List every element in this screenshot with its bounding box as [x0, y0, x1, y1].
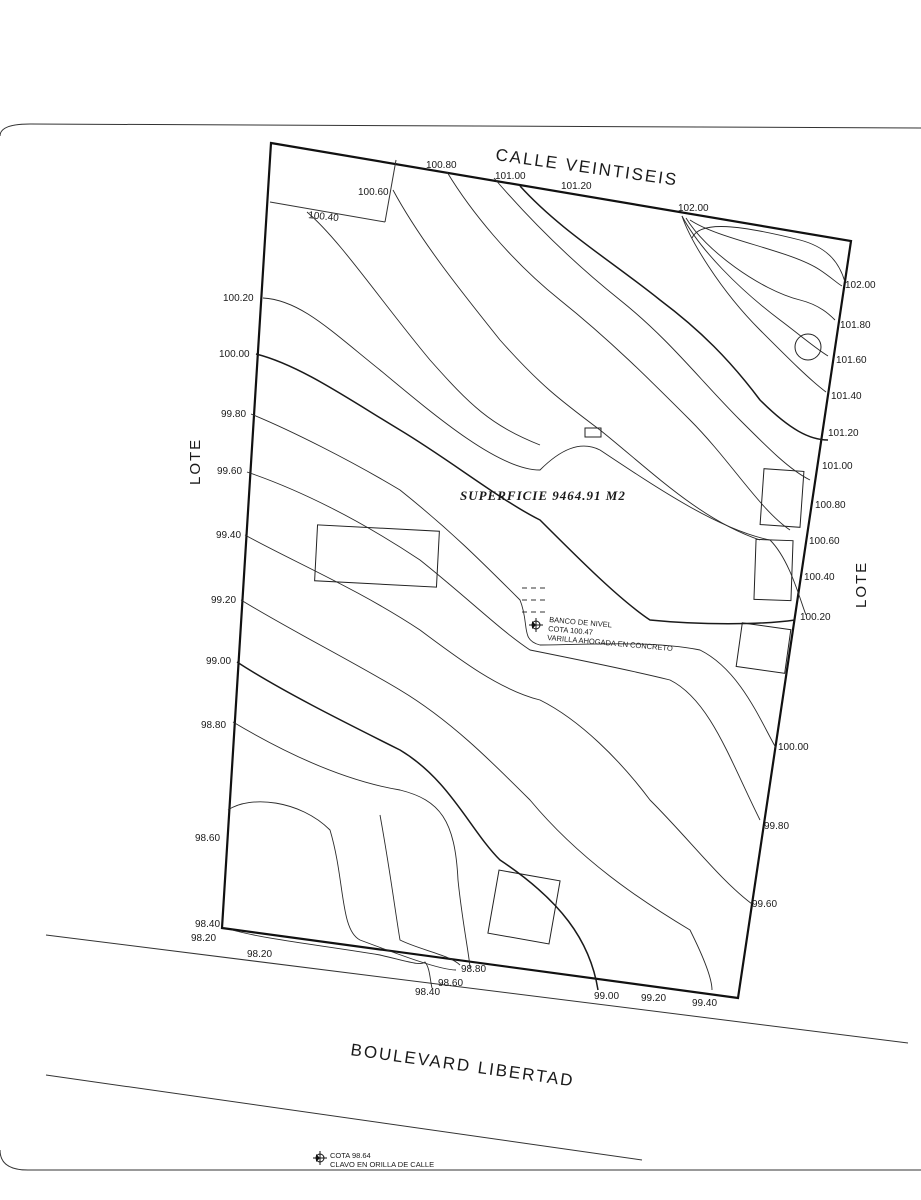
- benchmark-line-3: VARILLA AHOGADA EN CONCRETO: [547, 633, 673, 653]
- contour-label: 99.80: [764, 821, 789, 832]
- contour-label: 98.80: [201, 720, 226, 731]
- structure-block: [314, 524, 440, 588]
- contour-label: 100.80: [815, 500, 846, 511]
- side-label-east: LOTE: [853, 561, 870, 608]
- structure-block: [759, 468, 805, 528]
- lot-boundary: [220, 141, 853, 1000]
- sheet-frame-top: [0, 123, 921, 137]
- contour-line: [379, 814, 461, 966]
- contour-line: [244, 534, 753, 905]
- contour-label: 101.40: [831, 391, 862, 402]
- side-label-west: LOTE: [187, 438, 204, 485]
- contour-label: 100.40: [804, 572, 835, 583]
- contour-label: 99.40: [692, 998, 717, 1009]
- contour-label: 100.60: [809, 536, 840, 547]
- road-edge-north: [45, 934, 909, 1044]
- contour-label: 99.80: [221, 409, 246, 420]
- contour-label: 102.00: [678, 203, 709, 214]
- road-edge-south: [45, 1074, 643, 1161]
- contour-line: [236, 661, 599, 991]
- contour-line: [250, 413, 777, 749]
- contour-line: [240, 599, 713, 991]
- contour-label: 101.20: [828, 428, 859, 439]
- contour-label: 99.00: [594, 991, 619, 1002]
- contour-label: 98.60: [438, 978, 463, 989]
- contour-line: [231, 929, 433, 989]
- street-benchmark-line-1: COTA 98.64: [330, 1151, 371, 1160]
- contour-label: 98.80: [461, 964, 486, 975]
- contour-line: [392, 189, 761, 541]
- structure-circle: [794, 333, 822, 361]
- benchmark-symbol: [529, 618, 543, 632]
- contour-line: [246, 471, 761, 821]
- contour-label: 101.20: [561, 181, 592, 192]
- structure-small: [584, 427, 602, 438]
- contour-line: [446, 171, 791, 531]
- contour-line: [681, 215, 827, 393]
- contour-label: 100.40: [308, 210, 340, 224]
- contour-line: [232, 721, 471, 969]
- sheet-frame-bottom: [0, 1149, 921, 1171]
- benchmark-line-2: COTA 100.47: [548, 624, 594, 637]
- contour-label: 100.60: [358, 187, 389, 198]
- contour-label: 100.00: [219, 349, 250, 360]
- structure-block: [753, 538, 794, 602]
- contour-label: 100.20: [223, 293, 254, 304]
- contour-line: [519, 185, 829, 441]
- contour-label: 99.20: [211, 595, 236, 606]
- contour-line: [306, 211, 541, 446]
- street-benchmark-line-2: CLAVO EN ORILLA DE CALLE: [330, 1160, 434, 1169]
- contour-label: 101.80: [840, 320, 871, 331]
- contour-line: [689, 219, 843, 287]
- contour-label: 98.40: [415, 987, 440, 998]
- contour-label: 98.40: [195, 919, 220, 930]
- contour-line: [685, 217, 836, 321]
- structure-block: [487, 869, 561, 945]
- contour-line: [493, 177, 811, 481]
- contour-label: 100.80: [426, 160, 457, 171]
- contour-label: 100.20: [800, 612, 831, 623]
- contour-label: 101.60: [836, 355, 867, 366]
- contour-line: [681, 215, 829, 357]
- contour-label: 101.00: [495, 171, 526, 182]
- street-label-south: BOULEVARD LIBERTAD: [349, 1040, 575, 1090]
- contour-line: [691, 226, 846, 283]
- contour-label: 98.20: [247, 949, 272, 960]
- contour-label: 98.60: [195, 833, 220, 844]
- contour-label: 99.20: [641, 993, 666, 1004]
- benchmark-dashes: [522, 587, 548, 613]
- contour-label: 100.00: [778, 742, 809, 753]
- contour-label: 101.00: [822, 461, 853, 472]
- lot-inner-line: [384, 159, 397, 223]
- contour-label: 99.40: [216, 530, 241, 541]
- lot-inner-line: [269, 201, 386, 223]
- area-label: SUPERFICIE 9464.91 M2: [460, 488, 626, 503]
- contour-line: [227, 801, 457, 971]
- contour-line: [262, 297, 807, 616]
- contour-label: 99.60: [752, 899, 777, 910]
- structure-block: [735, 622, 792, 674]
- street-benchmark-symbol: [313, 1151, 327, 1165]
- contour-label: 99.00: [206, 656, 231, 667]
- contour-label: 98.20: [191, 933, 216, 944]
- contour-line: [255, 353, 796, 625]
- contour-label: 102.00: [845, 280, 876, 291]
- contour-label: 99.60: [217, 466, 242, 477]
